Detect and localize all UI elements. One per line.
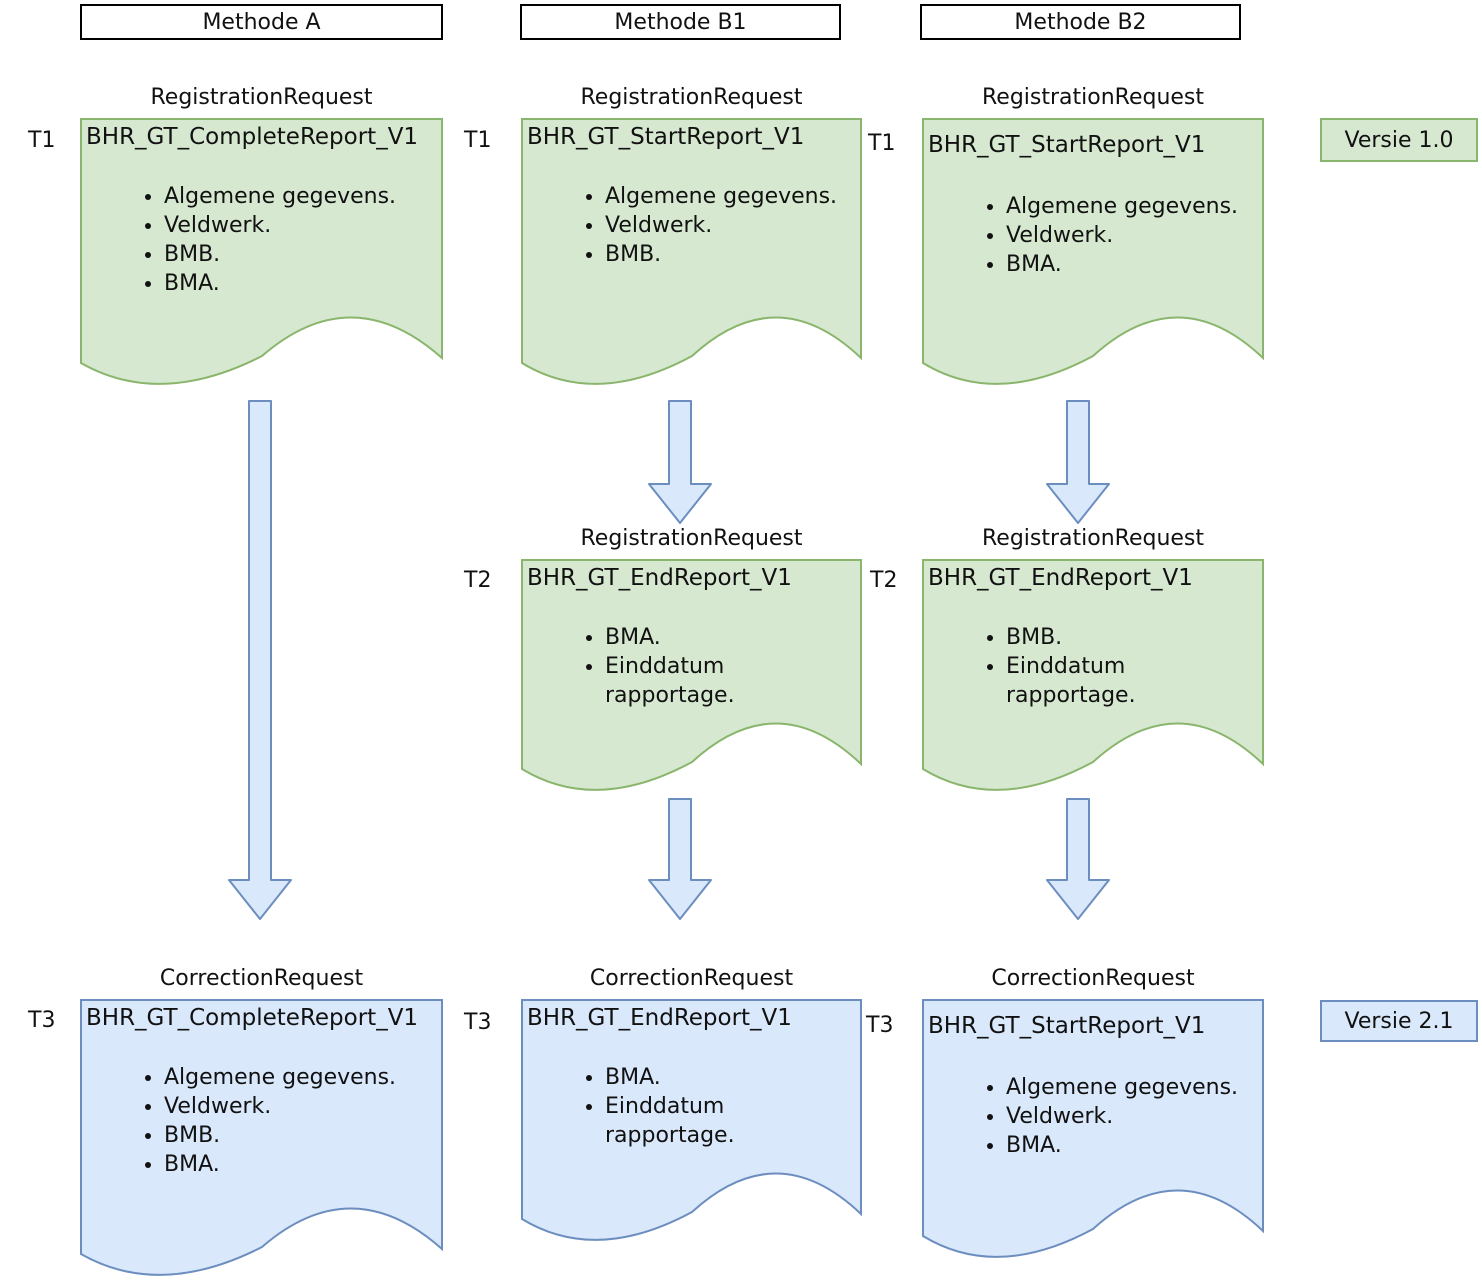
document-outline bbox=[80, 118, 443, 385]
doc-title-b1-t1: BHR_GT_StartReport_V1 bbox=[527, 124, 805, 150]
document-shape-b2-t3: BHR_GT_StartReport_V1 Algemene gegevens.… bbox=[922, 999, 1264, 1261]
bullet-item: Algemene gegevens. bbox=[1006, 1073, 1238, 1102]
bullet-item: BMA. bbox=[1006, 250, 1238, 279]
document-outline bbox=[922, 999, 1264, 1258]
time-label-b2-t3: T3 bbox=[866, 1013, 894, 1038]
bullet-item: BMA. bbox=[605, 1063, 765, 1092]
bullet-item: Veldwerk. bbox=[1006, 221, 1238, 250]
doc-group-b1-t2: RegistrationRequest BHR_GT_EndReport_V1 … bbox=[521, 526, 862, 794]
bullet-list: BMA. Einddatum rapportage. bbox=[521, 623, 765, 710]
bullet-item: Einddatum rapportage. bbox=[1006, 652, 1166, 710]
bullet-item: BMA. bbox=[164, 269, 396, 298]
bullet-item: BMA. bbox=[1006, 1131, 1238, 1160]
request-type-label-b2-t2: RegistrationRequest bbox=[981, 526, 1205, 551]
bullet-item: Veldwerk. bbox=[164, 1092, 396, 1121]
time-label-b2-t1: T1 bbox=[868, 131, 896, 156]
document-outline bbox=[521, 559, 862, 791]
bullet-list: Algemene gegevens. Veldwerk. BMA. bbox=[922, 192, 1238, 279]
request-type-label-b1-t2: RegistrationRequest bbox=[580, 526, 803, 551]
bullet-list: Algemene gegevens. Veldwerk. BMB. BMA. bbox=[80, 182, 396, 298]
arrow-down-a-long bbox=[228, 400, 292, 920]
bullet-item: Algemene gegevens. bbox=[164, 182, 396, 211]
version-badge-2-1: Versie 2.1 bbox=[1320, 1000, 1478, 1042]
request-type-label-b1-t3: CorrectionRequest bbox=[589, 966, 794, 991]
doc-group-a-t1: RegistrationRequest BHR_GT_CompleteRepor… bbox=[80, 85, 443, 388]
document-shape-b2-t1: BHR_GT_StartReport_V1 Algemene gegevens.… bbox=[922, 118, 1264, 388]
doc-group-b2-t3: CorrectionRequest BHR_GT_StartReport_V1 … bbox=[922, 966, 1264, 1261]
bullet-item: Veldwerk. bbox=[164, 211, 396, 240]
request-type-label-a-t3: CorrectionRequest bbox=[159, 966, 364, 991]
bullet-item: BMA. bbox=[605, 623, 765, 652]
doc-group-b1-t1: RegistrationRequest BHR_GT_StartReport_V… bbox=[521, 85, 862, 388]
doc-title-b1-t3: BHR_GT_EndReport_V1 bbox=[527, 1005, 792, 1031]
bullet-list: Algemene gegevens. Veldwerk. BMB. bbox=[521, 182, 837, 269]
bullet-list: Algemene gegevens. Veldwerk. BMA. bbox=[922, 1073, 1238, 1160]
bullet-item: BMB. bbox=[605, 240, 837, 269]
bullet-list: Algemene gegevens. Veldwerk. BMB. BMA. bbox=[80, 1063, 396, 1179]
arrow-down-b2-t2-t3 bbox=[1046, 798, 1110, 920]
doc-group-b2-t1: RegistrationRequest BHR_GT_StartReport_V… bbox=[922, 85, 1264, 388]
bullet-item: BMB. bbox=[164, 240, 396, 269]
time-label-a-t3: T3 bbox=[28, 1008, 56, 1033]
document-outline bbox=[521, 118, 862, 385]
arrow-down-b2-t1-t2 bbox=[1046, 400, 1110, 524]
method-header-a: Methode A bbox=[80, 4, 443, 40]
doc-title-b2-t3: BHR_GT_StartReport_V1 bbox=[928, 1013, 1206, 1039]
doc-title-b1-t2: BHR_GT_EndReport_V1 bbox=[527, 565, 792, 591]
doc-title-b2-t1: BHR_GT_StartReport_V1 bbox=[928, 132, 1206, 158]
bullet-item: Veldwerk. bbox=[1006, 1102, 1238, 1131]
bullet-item: Algemene gegevens. bbox=[1006, 192, 1238, 221]
bullet-list: BMA. Einddatum rapportage. bbox=[521, 1063, 765, 1150]
doc-group-b1-t3: CorrectionRequest BHR_GT_EndReport_V1 BM… bbox=[521, 966, 862, 1244]
method-header-b1: Methode B1 bbox=[520, 4, 841, 40]
method-header-b1-label: Methode B1 bbox=[614, 9, 747, 35]
doc-title-a-t1: BHR_GT_CompleteReport_V1 bbox=[86, 124, 419, 150]
document-shape-a-t1: BHR_GT_CompleteReport_V1 Algemene gegeve… bbox=[80, 118, 443, 388]
document-shape-b2-t2: BHR_GT_EndReport_V1 BMB. Einddatum rappo… bbox=[922, 559, 1264, 794]
document-outline bbox=[922, 559, 1264, 791]
time-label-b1-t3: T3 bbox=[464, 1010, 492, 1035]
doc-group-a-t3: CorrectionRequest BHR_GT_CompleteReport_… bbox=[80, 966, 443, 1279]
version-badge-1-0-label: Versie 1.0 bbox=[1344, 127, 1454, 153]
time-label-b2-t2: T2 bbox=[870, 568, 898, 593]
document-shape-a-t3: BHR_GT_CompleteReport_V1 Algemene gegeve… bbox=[80, 999, 443, 1279]
method-header-a-label: Methode A bbox=[202, 9, 321, 35]
bullet-item: Algemene gegevens. bbox=[164, 1063, 396, 1092]
bullet-item: Veldwerk. bbox=[605, 211, 837, 240]
doc-title-a-t3: BHR_GT_CompleteReport_V1 bbox=[86, 1005, 419, 1031]
bullet-item: BMA. bbox=[164, 1150, 396, 1179]
version-badge-2-1-label: Versie 2.1 bbox=[1344, 1008, 1454, 1034]
time-label-b1-t1: T1 bbox=[464, 128, 492, 153]
method-header-b2-label: Methode B2 bbox=[1014, 9, 1147, 35]
request-type-label-b2-t3: CorrectionRequest bbox=[991, 966, 1195, 991]
version-badge-1-0: Versie 1.0 bbox=[1320, 118, 1478, 162]
document-shape-b1-t3: BHR_GT_EndReport_V1 BMA. Einddatum rappo… bbox=[521, 999, 862, 1244]
method-header-b2: Methode B2 bbox=[920, 4, 1241, 40]
document-shape-b1-t2: BHR_GT_EndReport_V1 BMA. Einddatum rappo… bbox=[521, 559, 862, 794]
doc-group-b2-t2: RegistrationRequest BHR_GT_EndReport_V1 … bbox=[922, 526, 1264, 794]
bullet-item: Einddatum rapportage. bbox=[605, 1092, 765, 1150]
document-outline bbox=[80, 999, 443, 1276]
time-label-b1-t2: T2 bbox=[464, 568, 492, 593]
arrow-down-b1-t2-t3 bbox=[648, 798, 712, 920]
bullet-item: BMB. bbox=[164, 1121, 396, 1150]
request-type-label-b2-t1: RegistrationRequest bbox=[981, 85, 1205, 110]
document-outline bbox=[922, 118, 1264, 385]
bullet-item: Algemene gegevens. bbox=[605, 182, 837, 211]
request-type-label-b1-t1: RegistrationRequest bbox=[580, 85, 803, 110]
time-label-a-t1: T1 bbox=[28, 128, 56, 153]
bullet-item: BMB. bbox=[1006, 623, 1166, 652]
arrow-down-b1-t1-t2 bbox=[648, 400, 712, 524]
bullet-list: BMB. Einddatum rapportage. bbox=[922, 623, 1166, 710]
request-type-label-a-t1: RegistrationRequest bbox=[150, 85, 373, 110]
document-outline bbox=[521, 999, 862, 1241]
bullet-item: Einddatum rapportage. bbox=[605, 652, 765, 710]
document-shape-b1-t1: BHR_GT_StartReport_V1 Algemene gegevens.… bbox=[521, 118, 862, 388]
doc-title-b2-t2: BHR_GT_EndReport_V1 bbox=[928, 565, 1193, 591]
